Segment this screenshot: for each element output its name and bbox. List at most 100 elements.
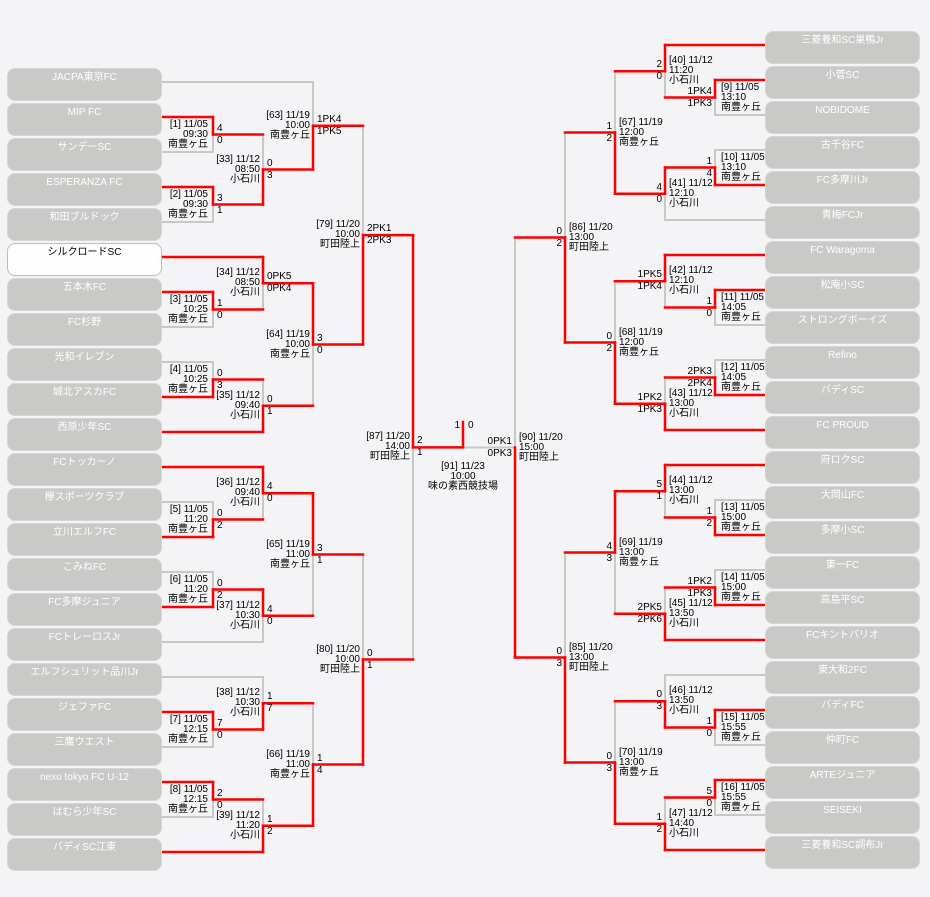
team-name[interactable]: SEISEKI <box>823 805 862 816</box>
team-name[interactable]: 光和イレブン <box>54 352 115 363</box>
team-box-right[interactable]: 青梅FCJr <box>765 206 920 239</box>
team-box-left[interactable]: エルフシュリット品川Jr <box>7 663 162 696</box>
team-box-left[interactable]: こみねFC <box>7 558 162 591</box>
team-name[interactable]: こみねFC <box>62 562 107 573</box>
team-name[interactable]: 欅スポーツクラブ <box>44 492 125 503</box>
team-name[interactable]: 小菅SC <box>825 70 860 81</box>
team-box-right[interactable]: 東一FC <box>765 556 920 589</box>
team-name[interactable]: nexo tokyo FC U-12 <box>40 772 129 783</box>
team-box-right[interactable]: FC Waragoma <box>765 241 920 274</box>
team-name[interactable]: 西原少年SC <box>57 422 112 433</box>
team-box-right[interactable]: 小菅SC <box>765 66 920 99</box>
team-box-left[interactable]: FC多摩ジュニア <box>7 593 162 626</box>
team-box-right[interactable]: 大岡山FC <box>765 486 920 519</box>
team-box-right[interactable]: ARTEジュニア <box>765 766 920 799</box>
team-name[interactable]: FCトッカーノ <box>53 457 116 468</box>
team-box-right[interactable]: バディSC <box>765 381 920 414</box>
team-name[interactable]: 三菱養和SC巣鴨Jr <box>801 35 884 46</box>
team-box-left[interactable]: バディSC江東 <box>7 838 162 871</box>
team-box-right[interactable]: バディFC <box>765 696 920 729</box>
team-box-right[interactable]: ストロングボーイズ <box>765 311 920 344</box>
team-box-right[interactable]: 高島平SC <box>765 591 920 624</box>
team-box-left[interactable]: 光和イレブン <box>7 348 162 381</box>
team-name[interactable]: NOBIDOME <box>815 105 870 116</box>
team-name[interactable]: 城北アスカFC <box>52 387 117 398</box>
team-box-right[interactable]: FCキントバリオ <box>765 626 920 659</box>
team-name[interactable]: ESPERANZA FC <box>46 177 123 188</box>
team-box-left[interactable]: 五本木FC <box>7 278 162 311</box>
team-box-left[interactable]: 西原少年SC <box>7 418 162 451</box>
team-name[interactable]: FC Waragoma <box>810 245 875 256</box>
team-name[interactable]: 高島平SC <box>820 595 865 606</box>
score-bottom: 1 <box>367 659 373 671</box>
team-box-right[interactable]: 松庵小SC <box>765 276 920 309</box>
team-name[interactable]: ストロングボーイズ <box>797 315 888 326</box>
team-name[interactable]: 五本木FC <box>62 282 107 293</box>
team-box-right[interactable]: 三菱養和SC調布Jr <box>765 836 920 869</box>
team-box-left[interactable]: 欅スポーツクラブ <box>7 488 162 521</box>
team-name[interactable]: 立川エルフFC <box>52 527 117 538</box>
team-name[interactable]: FC杉野 <box>67 317 102 328</box>
team-name[interactable]: サンデーSC <box>57 142 112 153</box>
team-name[interactable]: ジェファFC <box>57 702 112 713</box>
team-box-left[interactable]: 和田ブルドック <box>7 208 162 241</box>
team-name[interactable]: エルフシュリット品川Jr <box>30 667 139 678</box>
team-box-right[interactable]: 古千谷FC <box>765 136 920 169</box>
team-name[interactable]: はむら少年SC <box>52 807 117 818</box>
team-name[interactable]: 東一FC <box>825 560 860 571</box>
team-box-left[interactable]: ESPERANZA FC <box>7 173 162 206</box>
team-name[interactable]: Refino <box>828 350 857 361</box>
team-box-right[interactable]: 東大和2FC <box>765 661 920 694</box>
team-name[interactable]: MIP FC <box>67 107 102 118</box>
team-box-left[interactable]: ジェファFC <box>7 698 162 731</box>
team-name[interactable]: 三鷹ウエスト <box>54 737 115 748</box>
team-box-left[interactable]: JACPA東京FC <box>7 68 162 101</box>
team-box-right[interactable]: Refino <box>765 346 920 379</box>
team-box-left[interactable]: FCトレーロスJr <box>7 628 162 661</box>
team-box-right[interactable]: 三菱養和SC巣鴨Jr <box>765 31 920 64</box>
match-venue: 南豊ヶ丘 <box>168 208 208 220</box>
team-name[interactable]: バディSC <box>820 385 865 396</box>
team-box-left[interactable]: 城北アスカFC <box>7 383 162 416</box>
team-box-left[interactable]: FC杉野 <box>7 313 162 346</box>
score-bottom: 0 <box>267 615 273 627</box>
team-name[interactable]: ARTEジュニア <box>809 770 876 781</box>
team-name[interactable]: シルクロードSC <box>47 247 122 258</box>
team-name[interactable]: バディSC江東 <box>52 842 117 853</box>
team-name[interactable]: 多摩小SC <box>820 525 865 536</box>
match-time: 13:00 <box>619 546 645 558</box>
team-box-left[interactable]: 立川エルフFC <box>7 523 162 556</box>
team-name[interactable]: 府ロクSC <box>820 455 865 466</box>
team-box-right[interactable]: FC PROUD <box>765 416 920 449</box>
team-box-left[interactable]: MIP FC <box>7 103 162 136</box>
team-name[interactable]: 東大和2FC <box>818 665 867 676</box>
team-name[interactable]: FC多摩ジュニア <box>48 597 121 608</box>
team-box-right[interactable]: 府ロクSC <box>765 451 920 484</box>
team-name[interactable]: 仲町FC <box>825 735 860 746</box>
team-name[interactable]: FC PROUD <box>816 420 869 431</box>
team-name[interactable]: 三菱養和SC調布Jr <box>801 840 884 851</box>
team-box-right[interactable]: NOBIDOME <box>765 101 920 134</box>
team-name[interactable]: 青梅FCJr <box>821 210 864 221</box>
team-box-right[interactable]: FC多摩川Jr <box>765 171 920 204</box>
team-box-right[interactable]: 多摩小SC <box>765 521 920 554</box>
team-box-left[interactable]: 三鷹ウエスト <box>7 733 162 766</box>
match-time: 13:50 <box>669 695 695 707</box>
team-name[interactable]: JACPA東京FC <box>52 72 117 83</box>
team-name[interactable]: FCキントバリオ <box>805 630 880 641</box>
team-name[interactable]: FCトレーロスJr <box>48 632 121 643</box>
team-box-right[interactable]: SEISEKI <box>765 801 920 834</box>
team-box-left[interactable]: FCトッカーノ <box>7 453 162 486</box>
team-name[interactable]: 古千谷FC <box>820 140 865 151</box>
team-box-right[interactable]: 仲町FC <box>765 731 920 764</box>
team-name[interactable]: 大岡山FC <box>820 490 865 501</box>
team-name[interactable]: バディFC <box>821 700 864 711</box>
team-name[interactable]: 松庵小SC <box>820 280 865 291</box>
team-box-left[interactable]: nexo tokyo FC U-12 <box>7 768 162 801</box>
team-name[interactable]: FC多摩川Jr <box>816 175 869 186</box>
team-box-left[interactable]: はむら少年SC <box>7 803 162 836</box>
team-box-left[interactable]: シルクロードSC <box>7 243 162 276</box>
team-name[interactable]: 和田ブルドック <box>49 212 120 223</box>
team-box-left[interactable]: サンデーSC <box>7 138 162 171</box>
